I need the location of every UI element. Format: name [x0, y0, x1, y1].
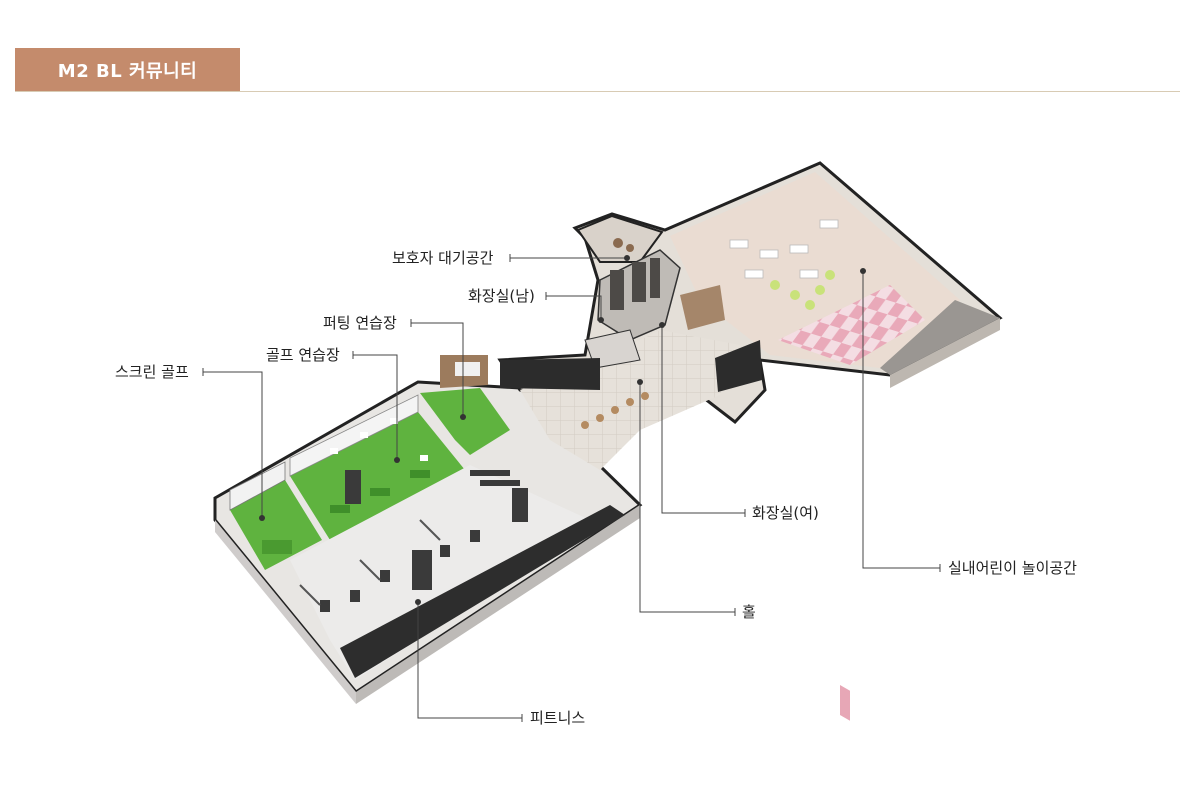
title-divider	[15, 91, 1180, 92]
restroom-block	[584, 249, 725, 369]
section-title: M2 BL 커뮤니티	[15, 48, 240, 92]
golf-practice-area	[289, 394, 465, 540]
label-restroom-female: 화장실(여)	[752, 504, 819, 522]
screen-golf-bay	[229, 461, 322, 570]
guardian-waiting-room	[576, 214, 664, 263]
label-screen-golf: 스크린 골프	[115, 363, 189, 381]
label-kids-playroom: 실내어린이 놀이공간	[948, 559, 1077, 577]
hall-furniture	[581, 392, 649, 429]
label-restroom-male: 화장실(남)	[468, 287, 535, 305]
label-hall: 홀	[742, 603, 756, 621]
putting-practice-area	[420, 355, 510, 455]
leader-ticks	[202, 254, 941, 722]
label-putting-practice: 퍼팅 연습장	[323, 314, 397, 332]
label-golf-practice: 골프 연습장	[266, 346, 340, 364]
section-title-text: M2 BL 커뮤니티	[57, 61, 198, 82]
label-guardian-waiting: 보호자 대기공간	[392, 249, 494, 267]
leader-lines	[203, 257, 940, 719]
fitness-area	[290, 465, 625, 680]
kids-playroom-area	[670, 172, 1000, 721]
leader-dots	[259, 255, 866, 605]
label-fitness: 피트니스	[530, 709, 586, 727]
lockers	[500, 340, 762, 392]
